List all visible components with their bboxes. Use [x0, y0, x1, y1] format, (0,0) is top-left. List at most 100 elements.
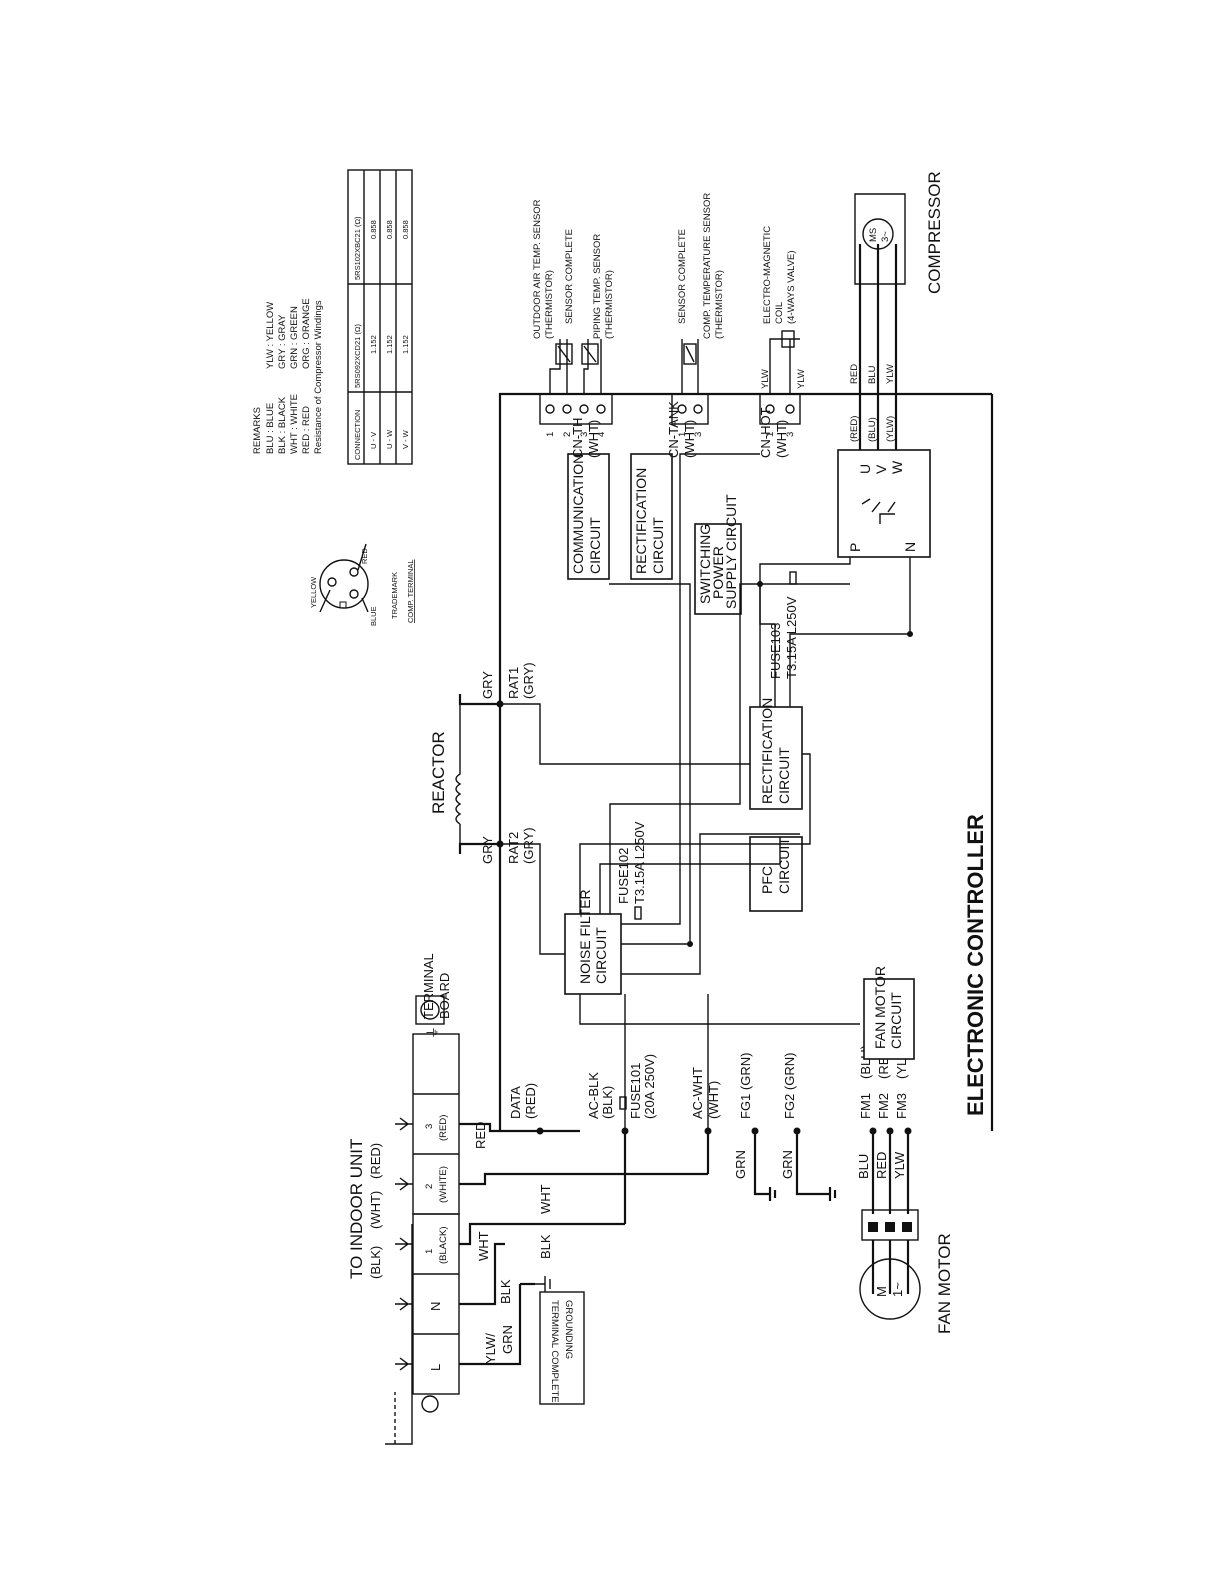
switching-power-block — [694, 523, 742, 615]
wire-wht — [459, 1172, 708, 1186]
fan-wire-ylw: YLW — [892, 1151, 907, 1179]
rectification-block-top — [630, 453, 673, 580]
table-cell: 1.152 — [401, 335, 410, 354]
label-fm2: FM2 — [876, 1093, 891, 1119]
comp-trademark: TRADEMARK — [390, 572, 399, 619]
wire-label-ylw: YLW/ — [483, 1333, 498, 1364]
label-acwht: AC-WHT — [690, 1067, 705, 1119]
fuse102-value: T3.15A L250V — [632, 821, 647, 904]
label-data: DATA — [508, 1086, 523, 1119]
arrow-l — [395, 1357, 413, 1371]
term-2: 2 — [424, 1184, 435, 1189]
table-cell: 1.152 — [369, 335, 378, 354]
table-cell: 0.858 — [369, 220, 378, 239]
cnhot-label: CN-HOT — [758, 407, 773, 458]
internal-wire — [579, 753, 811, 914]
inverter-p: P — [847, 543, 863, 552]
label-data-color: (RED) — [523, 1083, 538, 1119]
cntank-label: CN-TANK — [666, 401, 681, 458]
table-cell: 0.858 — [401, 220, 410, 239]
remark-blk: BLK : BLACK — [277, 396, 288, 454]
arrow-2 — [395, 1177, 413, 1191]
communication-block — [567, 453, 610, 580]
reactor-leads — [458, 694, 500, 854]
reactor-gry-2: GRY — [480, 836, 495, 864]
reactor-label: REACTOR — [429, 731, 448, 814]
ground-symbol-icon — [530, 1276, 551, 1292]
table-cell: 0.858 — [385, 220, 394, 239]
noise-filter-l2: CIRCUIT — [593, 927, 609, 984]
fan-circuit-l1: FAN MOTOR — [872, 966, 888, 1049]
label-fuse101: FUSE101 — [628, 1063, 643, 1119]
cn-th: CN-TH (WHT) 1 2 3 4 OUTDOOR AIR TEMP. SE… — [532, 199, 615, 458]
remark-grn: GRN : GREEN — [289, 306, 300, 369]
indoor-title: TO INDOOR UNIT — [347, 1139, 366, 1279]
table-cell: 1.152 — [385, 335, 394, 354]
comp-blu: BLU — [867, 365, 878, 384]
ground-circle-icon — [421, 1395, 439, 1413]
term-2-label: (WHITE) — [438, 1166, 449, 1203]
fan-ph: 1~ — [890, 1282, 905, 1297]
fan-wire-red: RED — [874, 1152, 889, 1179]
inv-blu: (BLU) — [867, 417, 878, 442]
cnhot-p3: 3 — [785, 432, 796, 437]
fan-motor-label: FAN MOTOR — [935, 1233, 954, 1334]
igbt-symbol-icon — [861, 498, 896, 524]
fuse101-icon — [619, 1096, 627, 1110]
inverter-u: U — [857, 464, 873, 474]
wire-label-red: RED — [473, 1122, 488, 1149]
wire-grn-2: GRN — [780, 1150, 795, 1179]
compressor-label: COMPRESSOR — [925, 171, 944, 294]
comp-sensor-2: (THERMISTOR) — [714, 270, 725, 339]
wire-label-blk-2: BLK — [538, 1234, 553, 1259]
rat2-label: RAT2 — [506, 832, 521, 864]
rectb-l1: RECTIFICATION — [633, 468, 649, 574]
sw-l1: SWITCHING — [697, 524, 713, 604]
pfc-l2: CIRCUIT — [776, 837, 792, 894]
arrow-3 — [395, 1117, 413, 1131]
rat1-color: (GRY) — [521, 662, 536, 699]
fuse103-icon — [789, 571, 797, 585]
fuse103-label: FUSE103 — [768, 623, 783, 679]
label-acblk: AC-BLK — [586, 1072, 601, 1119]
wire-label-wht-2: WHT — [538, 1184, 553, 1214]
rectification-block-lower — [749, 706, 803, 810]
internal-wire — [759, 557, 851, 707]
inverter-module — [837, 449, 931, 558]
pfc-block — [749, 836, 803, 912]
inverter-w: W — [889, 460, 905, 474]
wire-label-wht: WHT — [476, 1231, 491, 1261]
indoor-red: (RED) — [368, 1143, 383, 1179]
comp-sensor-1: COMP. TEMPERATURE SENSOR — [702, 193, 713, 339]
label-acblk-color: (BLK) — [600, 1086, 615, 1119]
resistance-table: CONNECTION 5RS092XCD21 (Ω) 5RS102XBC21 (… — [347, 169, 413, 465]
comp-yellow: YELLOW — [309, 576, 318, 608]
tb-label-2: BOARD — [437, 973, 452, 1019]
remark-org: ORG : ORANGE — [301, 298, 312, 369]
th-connection: CONNECTION — [353, 410, 362, 460]
grounding-line1: GROUNDING — [563, 1300, 574, 1359]
inverter-n: N — [902, 542, 918, 552]
outdoor-sensor-2: (THERMISTOR) — [544, 270, 555, 339]
cnth-p4: 4 — [596, 432, 607, 437]
cn-hot: CN-HOT (WHT) 1 3 YLW YLW ELECTRO-MAGNETI… — [758, 226, 807, 458]
fan-circuit-l2: CIRCUIT — [888, 992, 904, 1049]
term-3: 3 — [424, 1124, 435, 1129]
cntank-p1: 1 — [677, 432, 688, 437]
term-1-label: (BLACK) — [438, 1227, 449, 1264]
rat1-label: RAT1 — [506, 667, 521, 699]
compressor: MS 3~ COMPRESSOR — [854, 171, 944, 294]
internal-wire — [609, 583, 850, 914]
remark-wht: WHT : WHITE — [289, 394, 300, 454]
cnhot-ylw-1: YLW — [760, 369, 771, 389]
cnth-color: (WHT) — [586, 420, 601, 458]
fuse102-icon — [634, 906, 642, 920]
reactor: REACTOR GRY GRY RAT1 (GRY) RAT2 (GRY) — [429, 662, 750, 955]
fan-motor-circuit-block — [863, 978, 915, 1060]
rectb-l2: CIRCUIT — [650, 517, 666, 574]
cnhot-color: (WHT) — [774, 420, 789, 458]
ground-fg2-icon — [795, 1131, 837, 1201]
indoor-wht: (WHT) — [368, 1191, 383, 1229]
outdoor-sensor-1: OUTDOOR AIR TEMP. SENSOR — [532, 199, 543, 339]
